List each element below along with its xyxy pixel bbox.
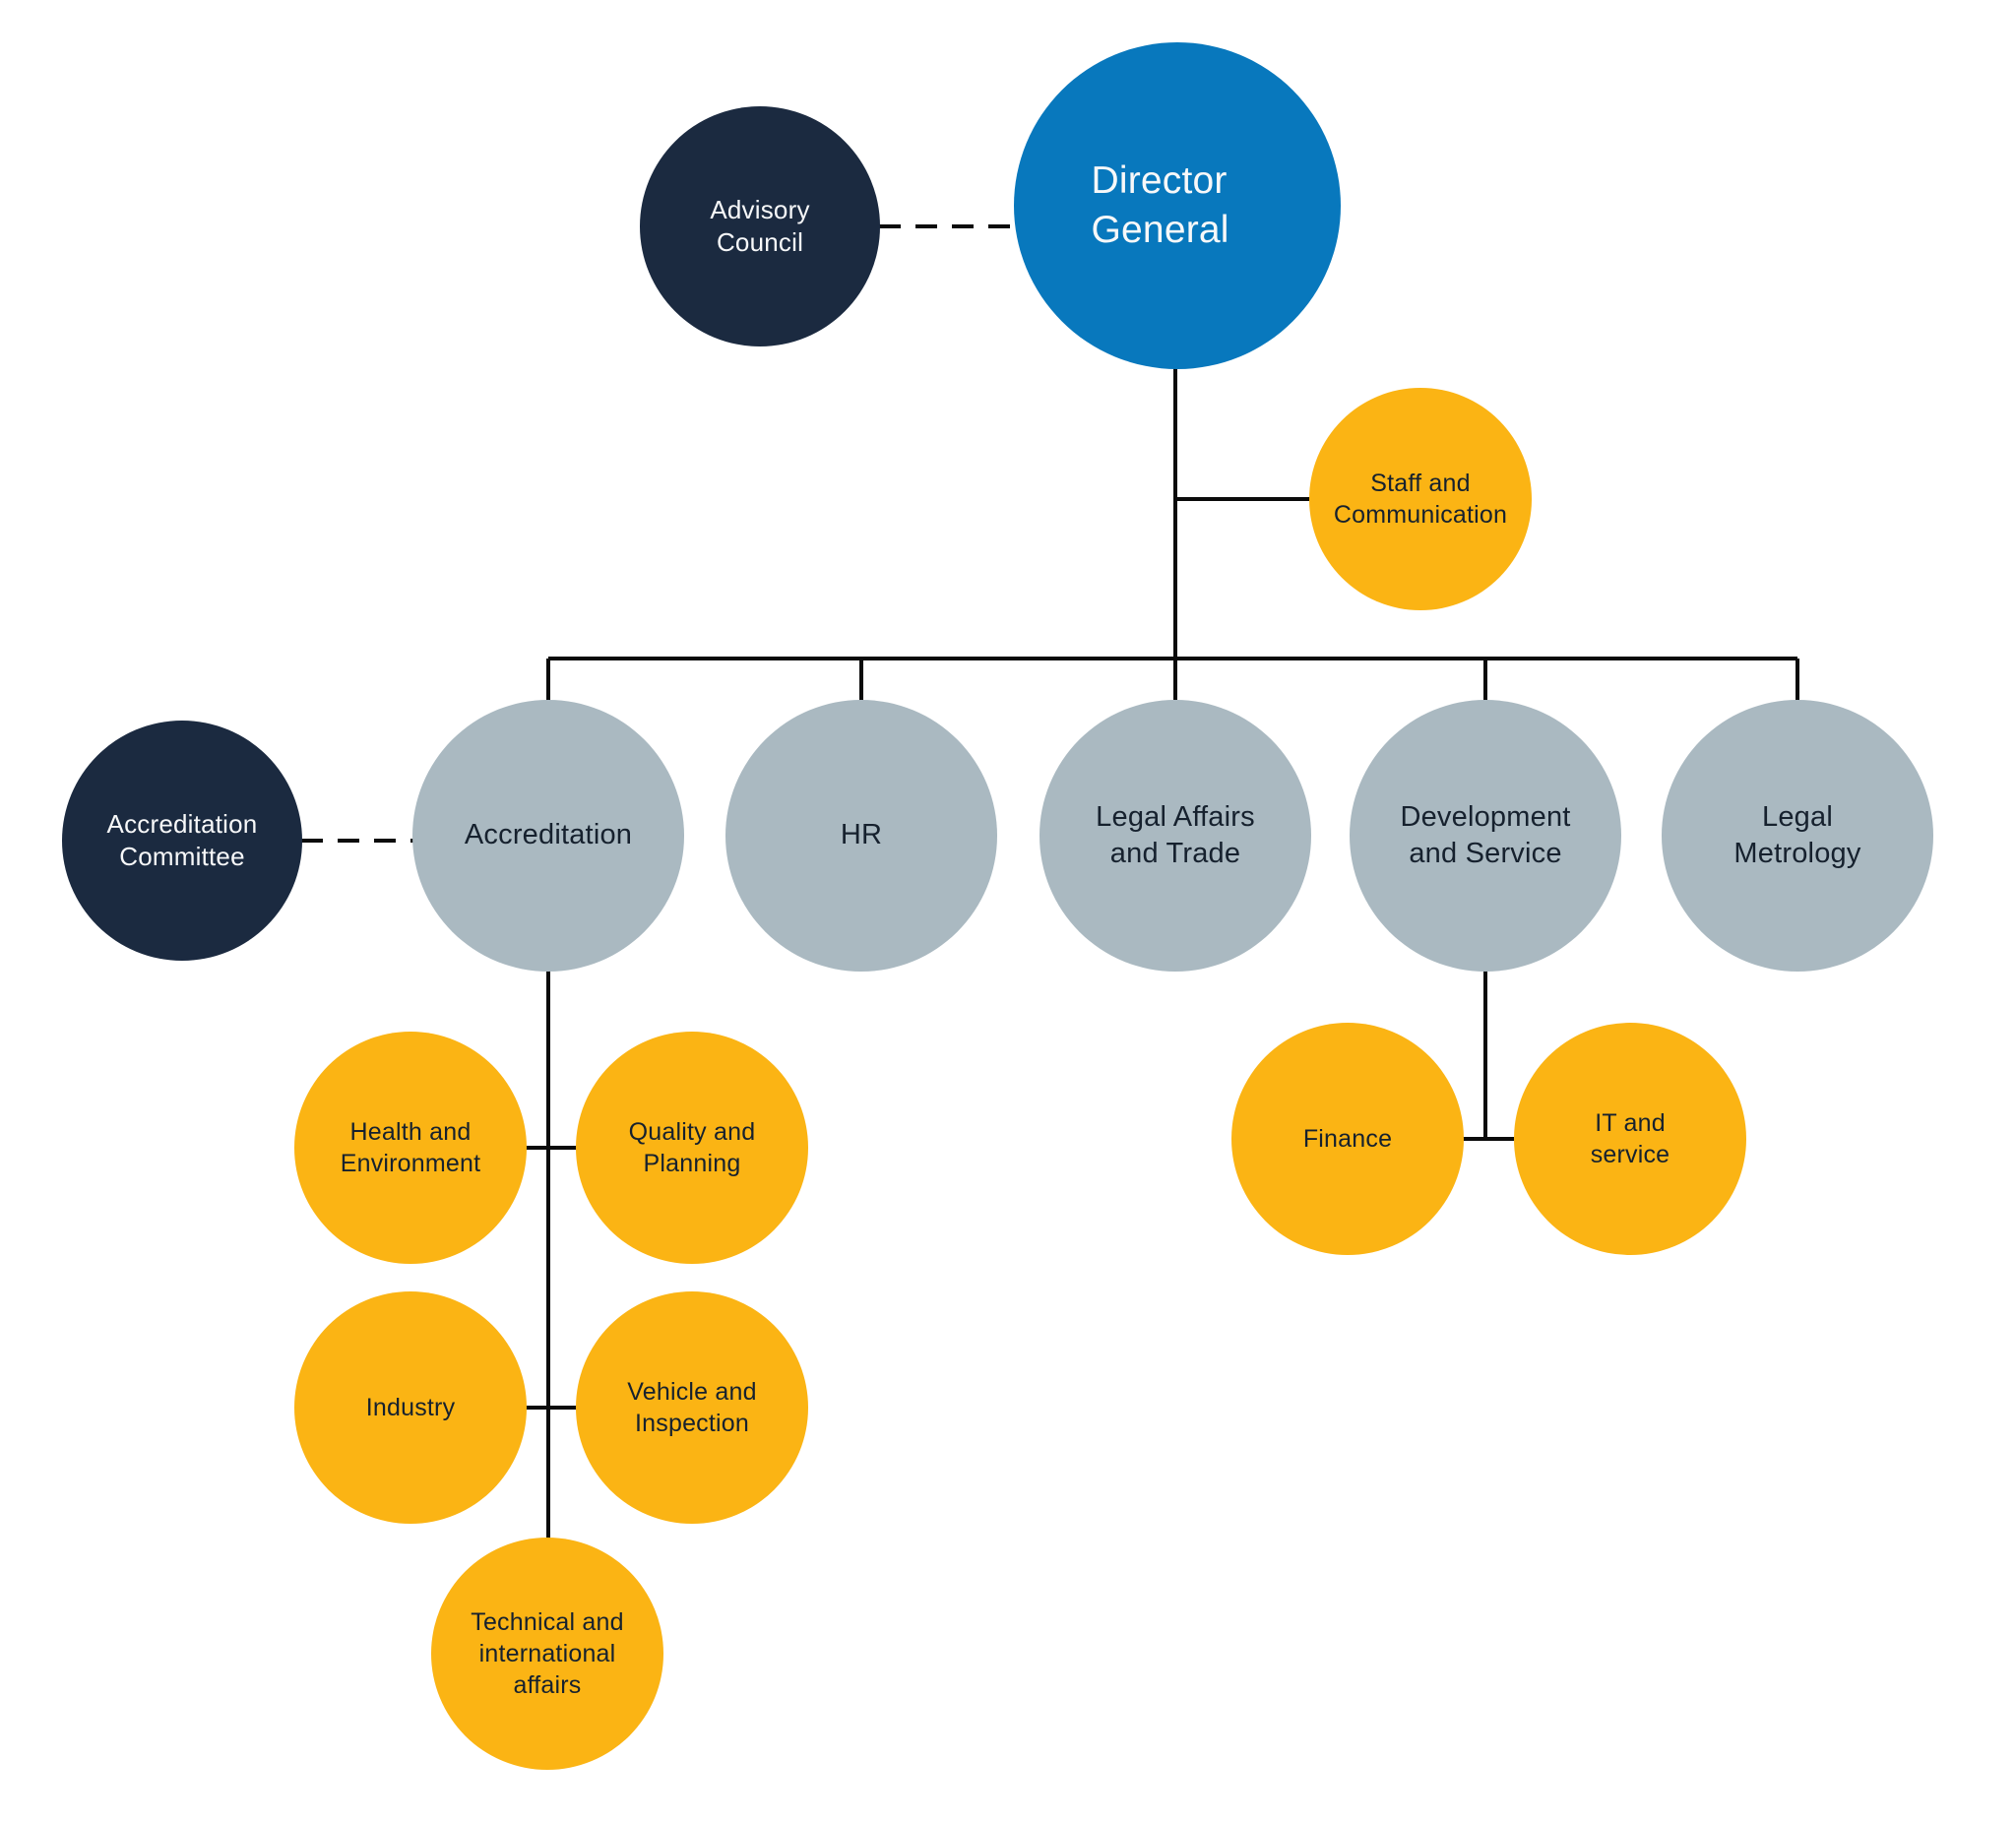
node-legal-affairs-trade-label: Legal Affairs and Trade: [1096, 800, 1255, 869]
node-it-service-label: IT and service: [1590, 1109, 1670, 1168]
node-hr-label: HR: [840, 819, 883, 851]
node-legal-affairs-trade: Legal Affairs and Trade: [1040, 700, 1311, 972]
node-development-service-label: Development and Service: [1400, 800, 1571, 869]
node-industry-label: Industry: [365, 1394, 456, 1421]
node-accreditation: Accreditation: [412, 700, 684, 972]
node-legal-metrology-label: Legal Metrology: [1733, 800, 1861, 869]
node-technical-international-affairs-label: Technical and international affairs: [471, 1608, 624, 1699]
node-technical-international-affairs: Technical and international affairs: [431, 1538, 663, 1770]
node-accreditation-committee: Accreditation Committee: [62, 721, 302, 961]
node-development-service: Development and Service: [1350, 700, 1621, 972]
node-director-general-label: Director General: [1091, 159, 1229, 251]
node-it-service: IT and service: [1514, 1023, 1746, 1255]
node-vehicle-inspection: Vehicle and Inspection: [576, 1291, 808, 1524]
node-staff-communication-label: Staff and Communication: [1333, 470, 1508, 529]
node-accreditation-label: Accreditation: [464, 819, 633, 851]
node-industry: Industry: [294, 1291, 527, 1524]
node-vehicle-inspection-label: Vehicle and Inspection: [627, 1378, 757, 1437]
node-quality-planning: Quality and Planning: [576, 1032, 808, 1264]
node-accreditation-committee-label: Accreditation Committee: [106, 808, 258, 871]
node-health-environment-label: Health and Environment: [340, 1118, 481, 1177]
node-advisory-council: Advisory Council: [640, 106, 880, 346]
node-finance: Finance: [1231, 1023, 1464, 1255]
node-quality-planning-label: Quality and Planning: [628, 1118, 756, 1177]
node-hr: HR: [725, 700, 997, 972]
node-finance-label: Finance: [1302, 1125, 1393, 1153]
node-staff-communication: Staff and Communication: [1309, 388, 1532, 610]
node-health-environment: Health and Environment: [294, 1032, 527, 1264]
node-director-general: Director General: [1014, 42, 1341, 369]
node-legal-metrology: Legal Metrology: [1662, 700, 1933, 972]
node-advisory-council-label: Advisory Council: [710, 194, 810, 257]
